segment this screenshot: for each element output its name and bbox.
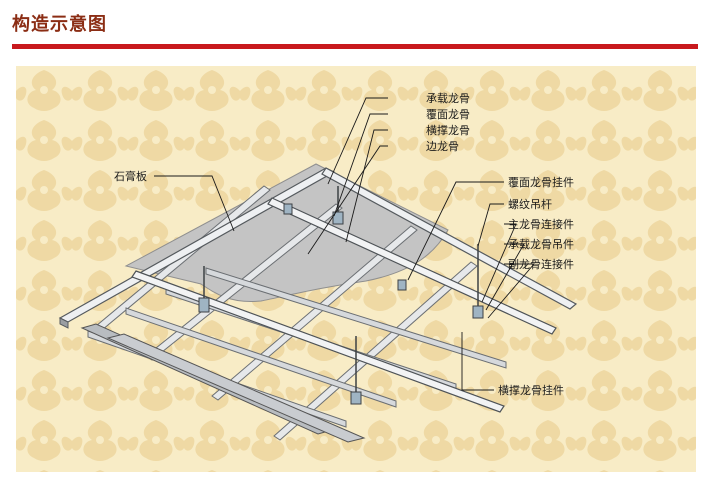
- label-gypsum-board: 石膏板: [114, 169, 147, 183]
- edge-runner-frame: [58, 167, 578, 329]
- label-sub-runner-connector: 副龙骨连接件: [508, 258, 574, 271]
- ceiling-structure-diagram: 承载龙骨 覆面龙骨 横撑龙骨 边龙骨 石膏板 覆面龙骨挂件 螺纹吊杆 主龙骨连接…: [16, 66, 696, 472]
- main-runners-lower: [80, 323, 366, 443]
- main-runners: [131, 197, 557, 413]
- page-title: 构造示意图: [12, 14, 107, 35]
- label-threaded-rod: 螺纹吊杆: [508, 197, 552, 211]
- label-main-runner: 承载龙骨: [426, 92, 470, 105]
- label-cross-runner: 横撑龙骨: [426, 123, 470, 137]
- threaded-rods: [203, 186, 479, 396]
- title-rule: [12, 44, 698, 49]
- label-cover-runner: 覆面龙骨: [426, 108, 470, 121]
- hangers: [198, 203, 484, 405]
- label-cover-runner-hanger: 覆面龙骨挂件: [508, 175, 574, 189]
- label-edge-runner: 边龙骨: [426, 140, 459, 153]
- leader-lines: [154, 97, 535, 391]
- label-cross-runner-hanger: 横撑龙骨挂件: [498, 383, 564, 397]
- diagram-panel: 承载龙骨 覆面龙骨 横撑龙骨 边龙骨 石膏板 覆面龙骨挂件 螺纹吊杆 主龙骨连接…: [16, 66, 696, 472]
- label-main-runner-hanger: 承载龙骨吊件: [508, 238, 574, 251]
- label-main-runner-connector: 主龙骨连接件: [508, 218, 574, 231]
